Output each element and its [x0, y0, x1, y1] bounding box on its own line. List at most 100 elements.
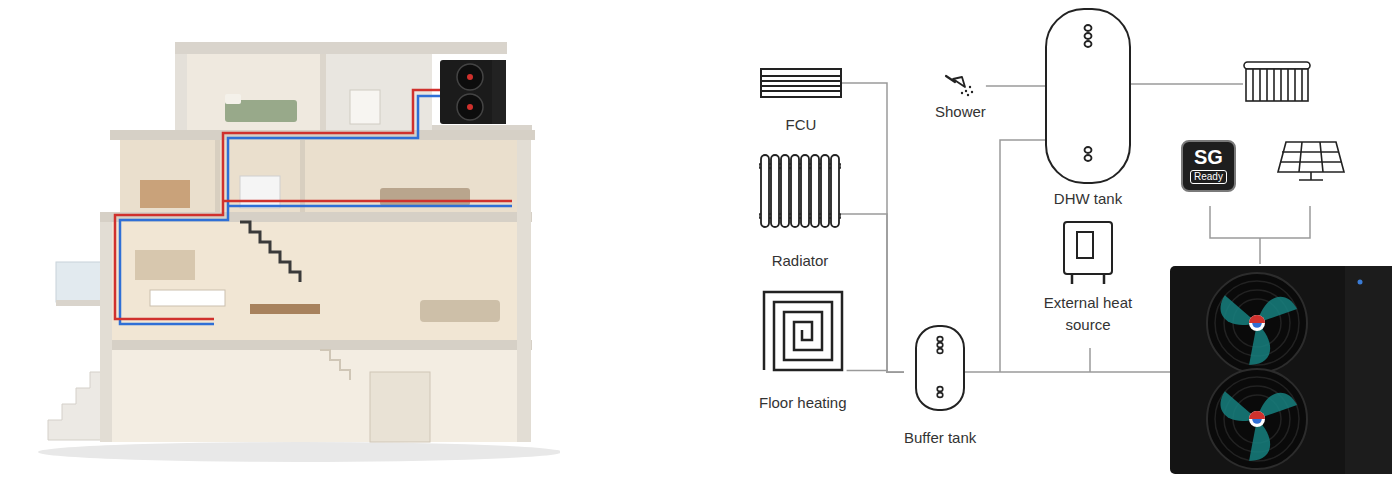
pv-panel-icon: [1280, 142, 1342, 180]
buffer-icon: [937, 337, 943, 342]
solar-collector-icon: [1244, 62, 1310, 101]
heat-pump-unit: [1345, 266, 1392, 474]
pipe-line: [1000, 140, 1045, 372]
pipe-line: [1210, 206, 1310, 264]
radiator-icon: [791, 155, 799, 227]
dhw-tank-node: DHW tank: [1045, 8, 1131, 209]
buffer-icon: [937, 349, 943, 354]
buffer-icon: [915, 325, 965, 411]
solar-collector-icon: [1244, 62, 1310, 69]
pipe-line: [965, 371, 1170, 373]
outside-stairs: [48, 262, 106, 440]
fan: [1214, 384, 1257, 432]
dhw-icon: [1045, 8, 1131, 184]
illustration-heat-pump: [492, 60, 506, 124]
heat-pump-unit: [1170, 266, 1392, 474]
building-shell: [175, 54, 187, 132]
fcu-icon-node: FCU: [760, 68, 842, 135]
pv-panel-icon: [1278, 142, 1344, 180]
fan: [1207, 369, 1307, 469]
radiator-icon: [821, 155, 829, 227]
radiator-icon: [761, 155, 769, 227]
furniture: [225, 94, 241, 104]
ext-icon: [1072, 274, 1104, 284]
outside-stairs: [48, 372, 104, 440]
building-shell: [100, 222, 112, 442]
badge-text: SG: [1194, 146, 1223, 168]
heating-pipes: [115, 90, 440, 319]
ext-icon: [1077, 232, 1093, 258]
buffer-icon: [915, 325, 965, 411]
fan: [1252, 419, 1262, 424]
dhw-icon: [1085, 155, 1092, 161]
heating-pipes: [115, 90, 512, 324]
shower-icon: [953, 77, 965, 87]
fan: [1249, 411, 1265, 427]
fan: [1207, 273, 1307, 373]
floor-heating-node: Floor heating: [759, 290, 847, 413]
node-label: Buffer tank: [904, 429, 976, 448]
fan: [1249, 411, 1265, 419]
illustration-heat-pump: [457, 64, 483, 90]
furniture: [140, 180, 190, 208]
sg-ready-badge: SGReady: [1181, 140, 1236, 192]
pv-panel-icon: [1278, 142, 1344, 172]
dhw-icon: [1085, 41, 1092, 47]
connector-line: [842, 83, 904, 372]
node-label: Shower: [935, 103, 986, 122]
node-label: Floor heating: [759, 394, 847, 413]
furniture: [250, 304, 320, 314]
outside-stairs: [56, 300, 106, 306]
illustration-heat-pump: [467, 104, 473, 110]
building-shell: [517, 140, 531, 442]
radiator-icon: [811, 155, 819, 227]
connector-line: [847, 370, 904, 372]
building-shell: [187, 54, 432, 130]
radiator-icon: [801, 155, 809, 227]
pipe-line: [965, 84, 1310, 372]
dhw-icon: [1046, 9, 1130, 183]
fan: [1207, 273, 1307, 373]
buffer-icon: [937, 387, 943, 392]
building-shell: [370, 372, 430, 442]
radiator-icon: [831, 155, 839, 227]
floor-icon: [764, 292, 842, 370]
building-shell: [100, 340, 532, 350]
heating-pipes: [223, 200, 512, 203]
connector-line: [841, 214, 904, 372]
furniture: [150, 290, 225, 306]
radiator-icon: [759, 150, 841, 232]
building-shell: [215, 140, 220, 212]
buffer-tank-node: Buffer tank: [904, 325, 976, 448]
pipe-line: [1131, 83, 1243, 85]
shower-icon: [971, 91, 973, 93]
heating-pipes: [228, 205, 512, 208]
dhw-icon: [1045, 8, 1131, 184]
node-label: FCU: [786, 116, 817, 135]
fcu-icon: [760, 68, 842, 98]
heat-pump-unit: [1170, 266, 1392, 474]
pipe-line: [1089, 348, 1091, 372]
furniture: [320, 350, 350, 380]
shower-icon: [967, 94, 969, 96]
fan: [1249, 315, 1265, 331]
fan: [1207, 369, 1307, 469]
buffer-icon: [937, 343, 943, 348]
node-label: Radiator: [772, 252, 829, 271]
node-label: DHW tank: [1054, 190, 1122, 209]
dhw-icon: [1085, 25, 1092, 161]
fan: [1214, 288, 1257, 336]
furniture: [350, 90, 380, 124]
building-shell: [175, 42, 507, 54]
house-illustration: [38, 442, 560, 462]
building-shell: [112, 222, 517, 340]
house-illustration: [0, 0, 560, 480]
building-shell: [320, 54, 326, 130]
ext-icon: [1062, 220, 1114, 286]
buffer-icon: [916, 326, 964, 410]
shower-icon-node: Shower: [935, 73, 986, 122]
outside-stairs: [56, 262, 106, 302]
fcu-icon: [761, 69, 841, 97]
